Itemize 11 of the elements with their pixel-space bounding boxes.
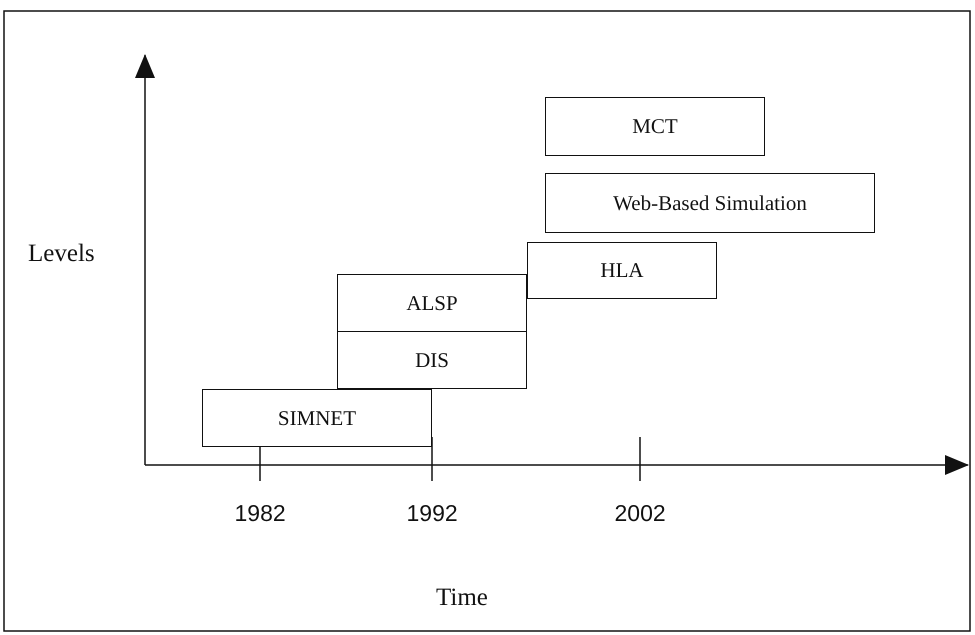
period-box: Web-Based Simulation <box>545 173 875 233</box>
year-label: 1992 <box>406 500 458 527</box>
year-label: 2002 <box>614 500 666 527</box>
period-box: MCT <box>545 97 765 156</box>
period-box: HLA <box>527 242 717 299</box>
year-label: 1982 <box>234 500 286 527</box>
period-box: ALSP <box>337 274 527 332</box>
period-box: SIMNET <box>202 389 432 447</box>
period-box: DIS <box>337 331 527 389</box>
axis-title: Time <box>436 584 488 612</box>
axis-title: Levels <box>28 240 95 268</box>
